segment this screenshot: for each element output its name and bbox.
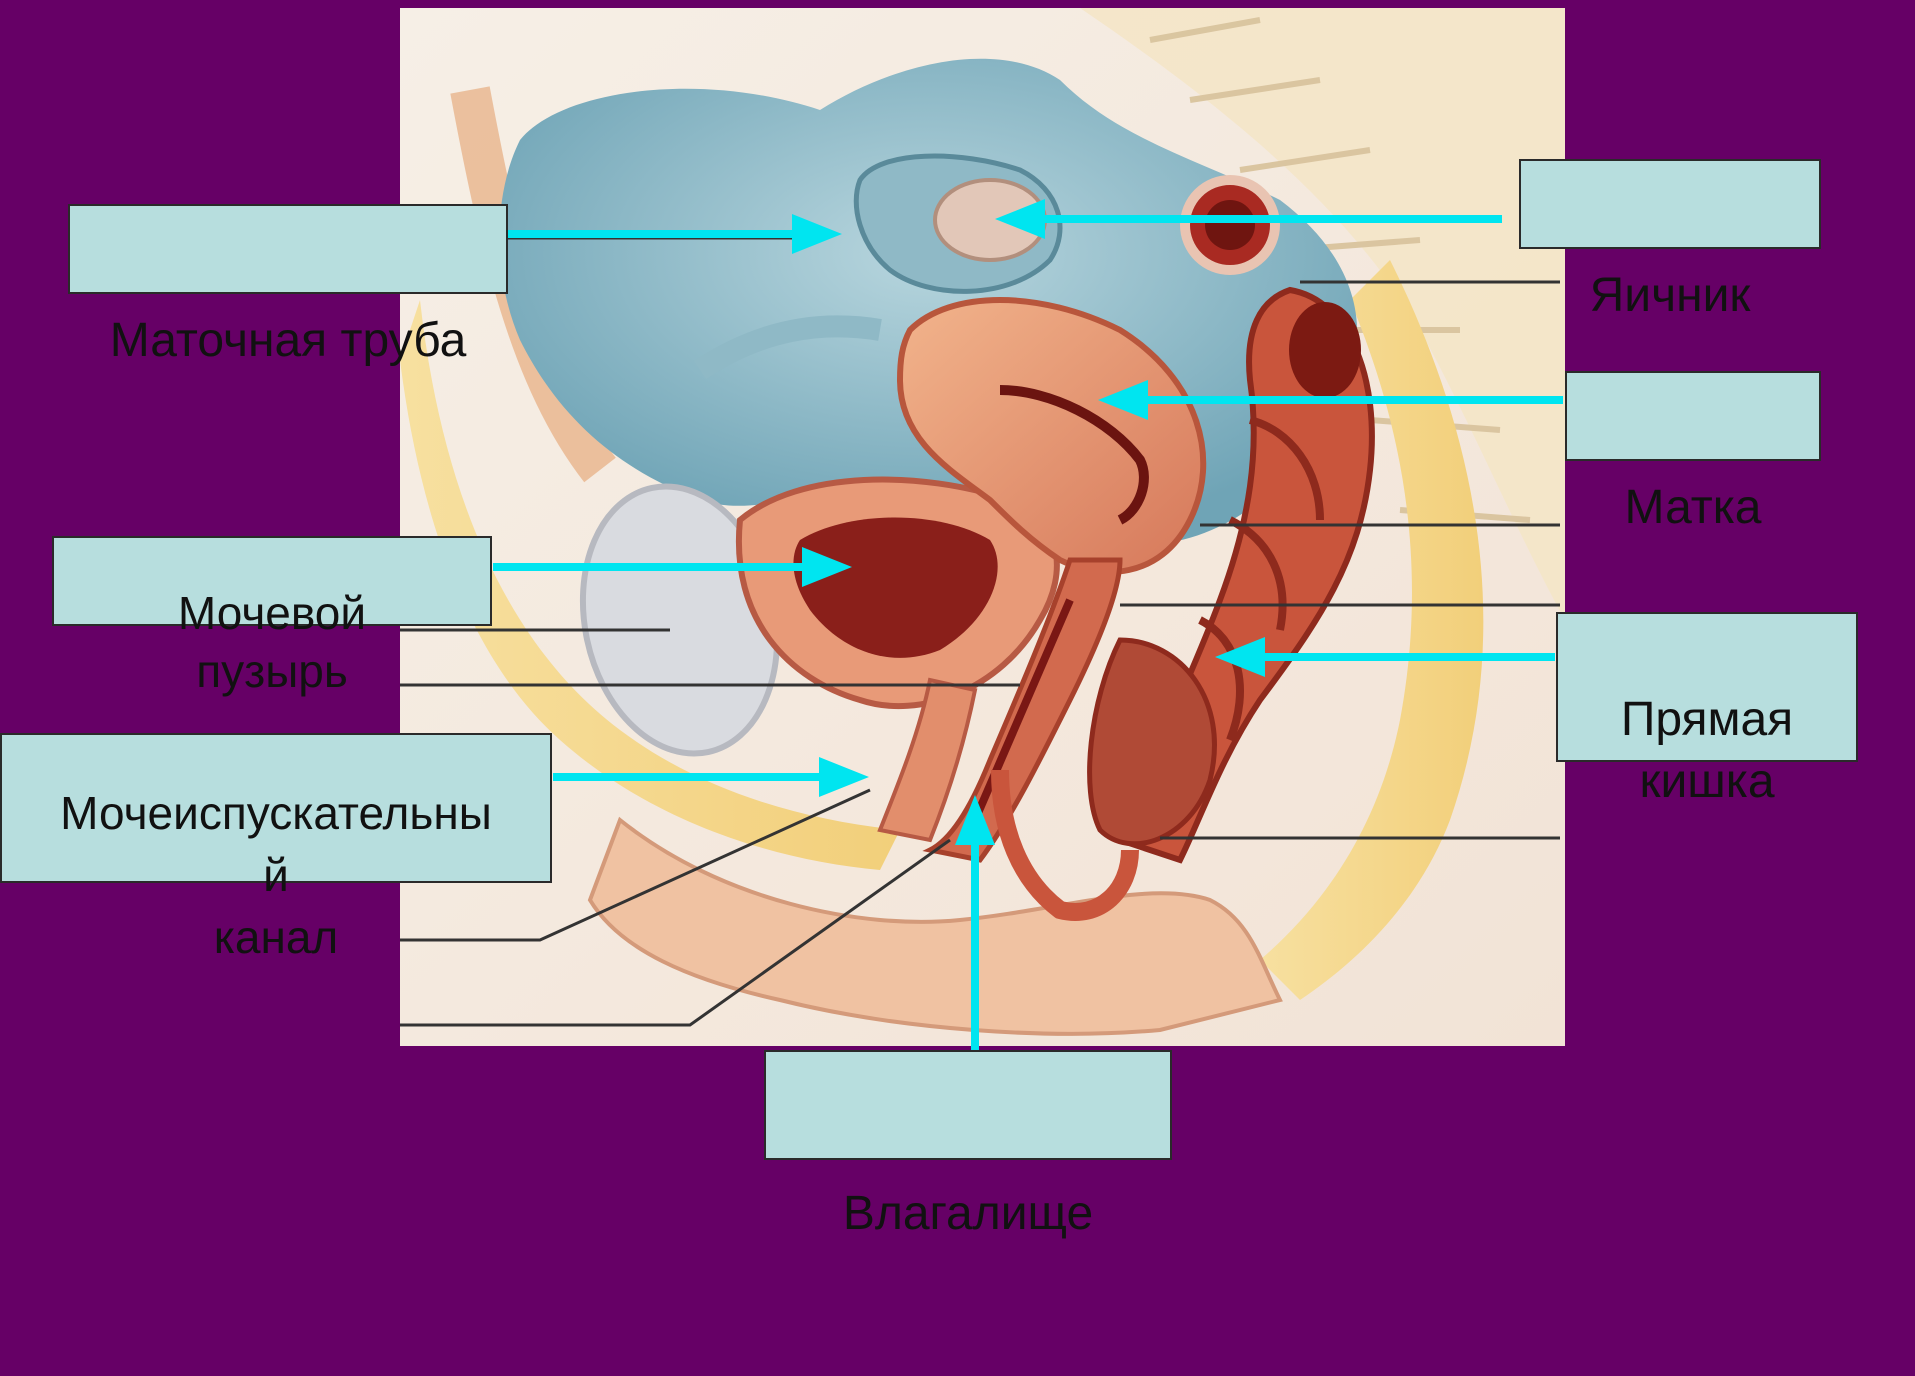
label-vagina-text: Влагалище <box>766 1160 1170 1268</box>
label-fallopian-tube: Маточная труба <box>68 204 508 294</box>
label-rectum: Прямая кишка <box>1556 612 1858 762</box>
label-urethra-text: Мочеиспускательны й канал <box>2 782 550 968</box>
label-vagina: Влагалище <box>764 1050 1172 1160</box>
label-ovary-text: Яичник <box>1521 251 1819 341</box>
label-uterus-text: Матка <box>1567 463 1819 553</box>
label-ovary: Яичник <box>1519 159 1821 249</box>
label-urethra: Мочеиспускательны й канал <box>0 733 552 883</box>
label-uterus: Матка <box>1565 371 1821 461</box>
label-fallopian-tube-text: Маточная труба <box>70 296 506 386</box>
label-bladder-text: Мочевой пузырь <box>54 584 490 700</box>
label-bladder: Мочевой пузырь <box>52 536 492 626</box>
label-rectum-text: Прямая кишка <box>1558 689 1856 813</box>
